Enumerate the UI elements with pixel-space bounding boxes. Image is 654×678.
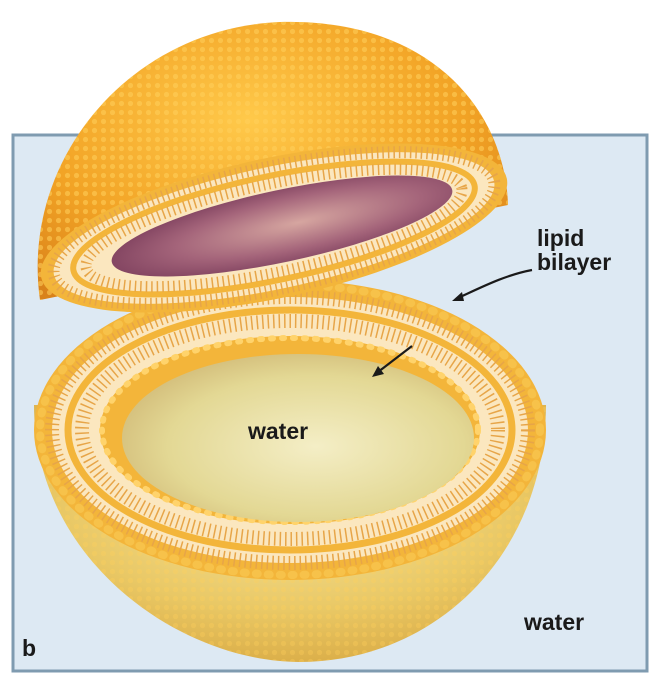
inner-water-label: water	[248, 419, 308, 443]
lipid-bilayer-label: lipid bilayer	[537, 226, 611, 274]
lipid-bilayer-label-line1: lipid	[537, 226, 611, 250]
lipid-bilayer-label-line2: bilayer	[537, 250, 611, 274]
panel-letter: b	[22, 636, 36, 660]
outer-water-label: water	[524, 610, 584, 634]
